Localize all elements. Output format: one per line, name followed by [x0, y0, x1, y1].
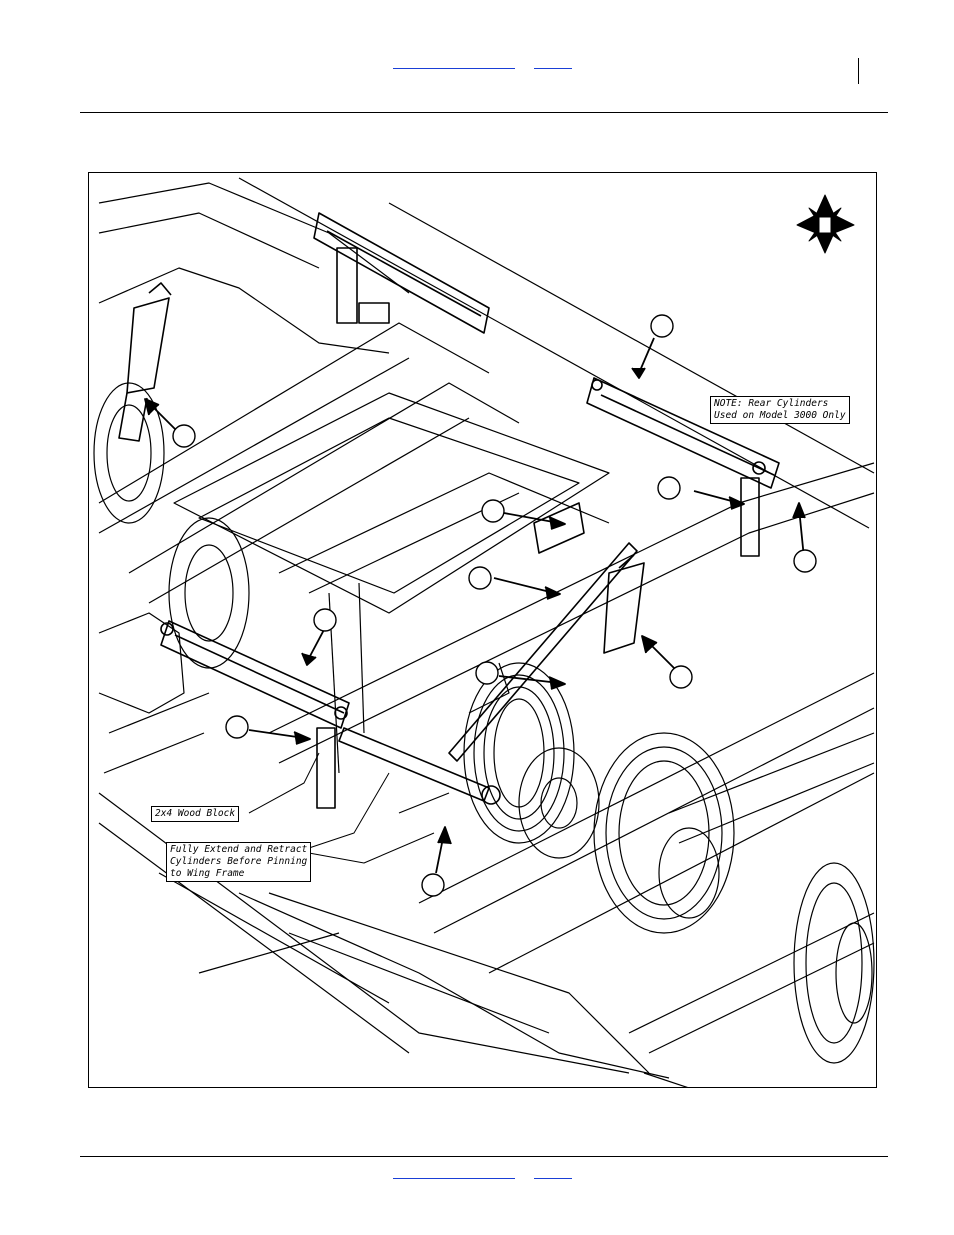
callout-circle — [422, 874, 444, 896]
header-vertical-bar — [858, 58, 859, 84]
assembly-figure: NOTE: Rear Cylinders Used on Model 3000 … — [88, 172, 877, 1088]
frame-linework — [99, 178, 874, 1088]
callout-circle — [794, 550, 816, 572]
footer-rule — [80, 1156, 888, 1157]
header-link-2[interactable] — [534, 56, 572, 69]
callout-circle — [658, 477, 680, 499]
callout-circle — [226, 716, 248, 738]
header-link-1[interactable] — [393, 56, 515, 69]
note-extend-retract: Fully Extend and Retract Cylinders Befor… — [166, 842, 311, 882]
note-wood-block: 2x4 Wood Block — [151, 806, 239, 822]
machine-drawing — [89, 173, 877, 1088]
callout-circle — [670, 666, 692, 688]
header-rule — [80, 112, 888, 113]
callout-circle — [482, 500, 504, 522]
wheels — [94, 383, 874, 1063]
footer-link-2[interactable] — [534, 1166, 572, 1179]
callout-circle — [314, 609, 336, 631]
callout-circle — [173, 425, 195, 447]
footer-link-1[interactable] — [393, 1166, 515, 1179]
callout-circle — [476, 662, 498, 684]
note-rear-cylinders: NOTE: Rear Cylinders Used on Model 3000 … — [710, 396, 850, 424]
hydraulic-cylinders — [119, 213, 779, 808]
callout-arrows — [145, 338, 805, 873]
callout-circle — [469, 567, 491, 589]
compass-rose-icon — [797, 195, 854, 253]
callout-circle — [651, 315, 673, 337]
